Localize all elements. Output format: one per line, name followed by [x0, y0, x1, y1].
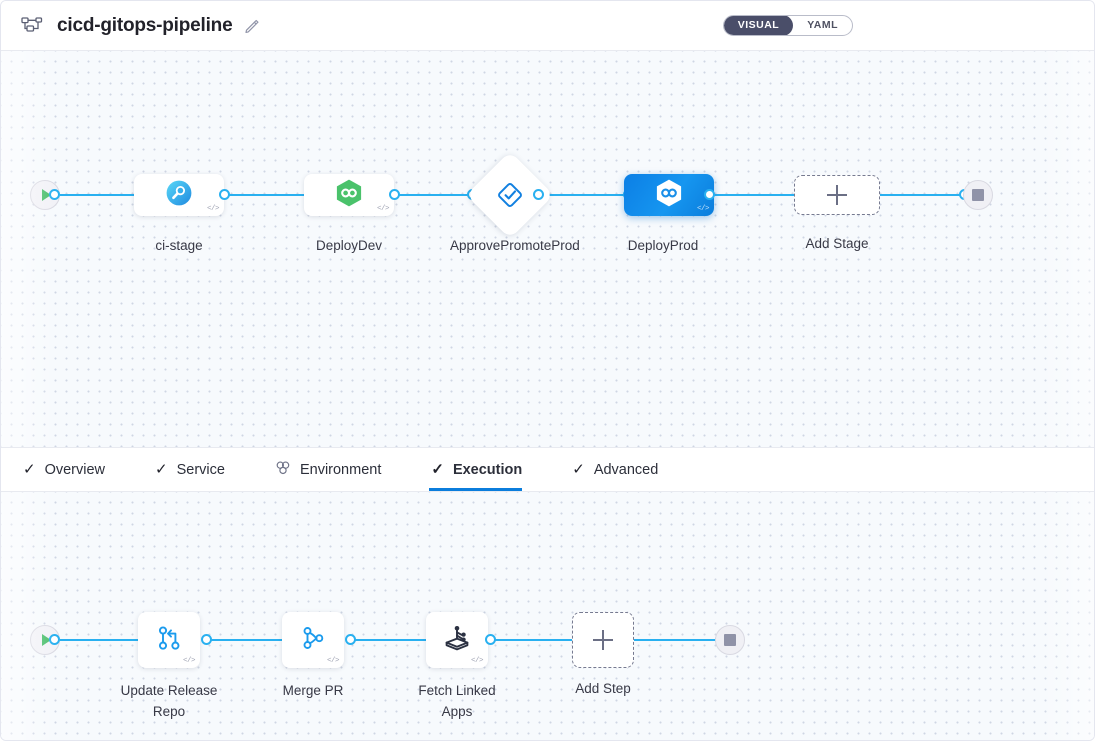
- add-step-button[interactable]: [572, 612, 634, 668]
- tab-environment[interactable]: Environment: [273, 448, 403, 491]
- edge-deployprod-to-addstage: [709, 194, 799, 196]
- pipeline-end-node[interactable]: [963, 180, 993, 210]
- tab-service[interactable]: ✓ Service: [153, 448, 247, 491]
- step-code-badge[interactable]: </>: [470, 657, 484, 665]
- add-stage-label: Add Stage: [805, 236, 869, 251]
- tab-execution[interactable]: ✓ Execution: [429, 448, 544, 491]
- edge-approve-to-deployprod: [538, 194, 628, 196]
- tab-label: Environment: [299, 461, 382, 478]
- stop-square-icon: [724, 634, 736, 646]
- edge-ci-to-deploydev: [224, 194, 319, 196]
- edge-update-to-merge-pr: [206, 639, 294, 641]
- ci-build-search-icon: [164, 178, 194, 213]
- check-icon: ✓: [23, 461, 36, 478]
- connector-dot: [49, 189, 60, 200]
- step-card[interactable]: </>: [426, 612, 488, 668]
- tab-label: Service: [176, 461, 225, 478]
- tab-label: Overview: [44, 461, 106, 478]
- stage-card[interactable]: </>: [134, 174, 224, 216]
- edge-start-to-update-release-repo: [49, 639, 144, 641]
- add-step-label: Add Step: [575, 681, 631, 696]
- view-mode-toggle[interactable]: VISUAL YAML: [722, 15, 853, 36]
- edge-start-to-ci: [49, 194, 144, 196]
- approval-check-icon: [495, 180, 525, 210]
- edge-fetch-to-addstep: [490, 639, 575, 641]
- check-icon: ✓: [572, 461, 585, 478]
- git-branch-update-icon: [152, 621, 186, 660]
- edge-addstep-to-end: [632, 639, 724, 641]
- argocd-hexagon-icon: [335, 178, 363, 213]
- git-pull-request-icon: [296, 621, 330, 660]
- step-card[interactable]: </>: [282, 612, 344, 668]
- connector-dot: [704, 189, 715, 200]
- plus-icon: [827, 185, 847, 205]
- play-icon: [42, 189, 51, 201]
- stage-node-deploydev[interactable]: </>: [304, 174, 394, 216]
- stage-label: ci-stage: [155, 238, 203, 253]
- step-code-badge[interactable]: </>: [326, 657, 340, 665]
- connector-dot: [485, 634, 496, 645]
- stage-label: DeployDev: [315, 238, 383, 253]
- end-circle[interactable]: [963, 180, 993, 210]
- argocd-hexagon-icon: [655, 178, 683, 213]
- pipeline-header: cicd-gitops-pipeline VISUAL YAML: [1, 1, 1094, 51]
- stage-label: DeployProd: [627, 238, 699, 253]
- tab-label: Execution: [452, 461, 523, 478]
- stage-node-ci-stage[interactable]: </>: [134, 174, 224, 216]
- tab-advanced[interactable]: ✓ Advanced: [570, 448, 680, 491]
- stage-node-deployprod[interactable]: </>: [624, 174, 714, 216]
- stage-canvas[interactable]: </> ci-stage </> Deploy: [1, 51, 1094, 447]
- connector-dot: [533, 189, 544, 200]
- step-node-update-release-repo[interactable]: </>: [138, 612, 200, 668]
- stage-config-tabs[interactable]: ✓ Overview ✓ Service Environment ✓ Execu…: [1, 447, 1094, 492]
- end-circle[interactable]: [715, 625, 745, 655]
- toggle-yaml[interactable]: YAML: [807, 19, 838, 31]
- step-node-fetch-linked-apps[interactable]: </>: [426, 612, 488, 668]
- stage-node-approvepromoteprod[interactable]: [466, 151, 554, 239]
- stage-code-badge[interactable]: </>: [696, 205, 710, 213]
- tab-label: Advanced: [593, 461, 659, 478]
- add-stage-node[interactable]: [794, 175, 880, 215]
- step-card[interactable]: </>: [138, 612, 200, 668]
- step-label: Merge PR: [282, 683, 344, 698]
- connector-dot: [389, 189, 400, 200]
- add-stage-button[interactable]: [794, 175, 880, 215]
- fetch-linked-apps-icon: [439, 620, 475, 661]
- edge-addstage-to-end: [880, 194, 968, 196]
- stage-code-badge[interactable]: </>: [206, 205, 220, 213]
- edge-merge-to-fetch: [350, 639, 438, 641]
- add-step-node[interactable]: [572, 612, 634, 668]
- connector-dot: [219, 189, 230, 200]
- step-node-merge-pr[interactable]: </>: [282, 612, 344, 668]
- pipeline-nodes-icon: [19, 13, 45, 39]
- connector-dot: [201, 634, 212, 645]
- pencil-edit-icon[interactable]: [244, 18, 260, 34]
- check-icon: ✓: [155, 461, 168, 478]
- connector-dot: [345, 634, 356, 645]
- stage-card[interactable]: </>: [304, 174, 394, 216]
- step-code-badge[interactable]: </>: [182, 657, 196, 665]
- stage-card-selected[interactable]: </>: [624, 174, 714, 216]
- page-title: cicd-gitops-pipeline: [57, 14, 233, 36]
- play-icon: [42, 634, 51, 646]
- check-icon: ✓: [431, 461, 444, 478]
- connector-dot: [49, 634, 60, 645]
- step-label: Fetch Linked Apps: [418, 683, 496, 719]
- toggle-visual[interactable]: VISUAL: [723, 16, 794, 35]
- tab-overview[interactable]: ✓ Overview: [21, 448, 127, 491]
- stage-code-badge[interactable]: </>: [376, 205, 390, 213]
- stop-square-icon: [972, 189, 984, 201]
- step-label: Update Release Repo: [120, 683, 218, 719]
- execution-steps-canvas[interactable]: </> Update Release Repo: [1, 492, 1094, 740]
- approval-stage-diamond[interactable]: [466, 151, 554, 239]
- edge-deploydev-to-approve: [394, 194, 482, 196]
- plus-icon: [593, 630, 613, 650]
- execution-end-node[interactable]: [715, 625, 745, 655]
- stage-label: ApprovePromoteProd: [450, 238, 580, 253]
- environment-cluster-icon: [275, 460, 291, 480]
